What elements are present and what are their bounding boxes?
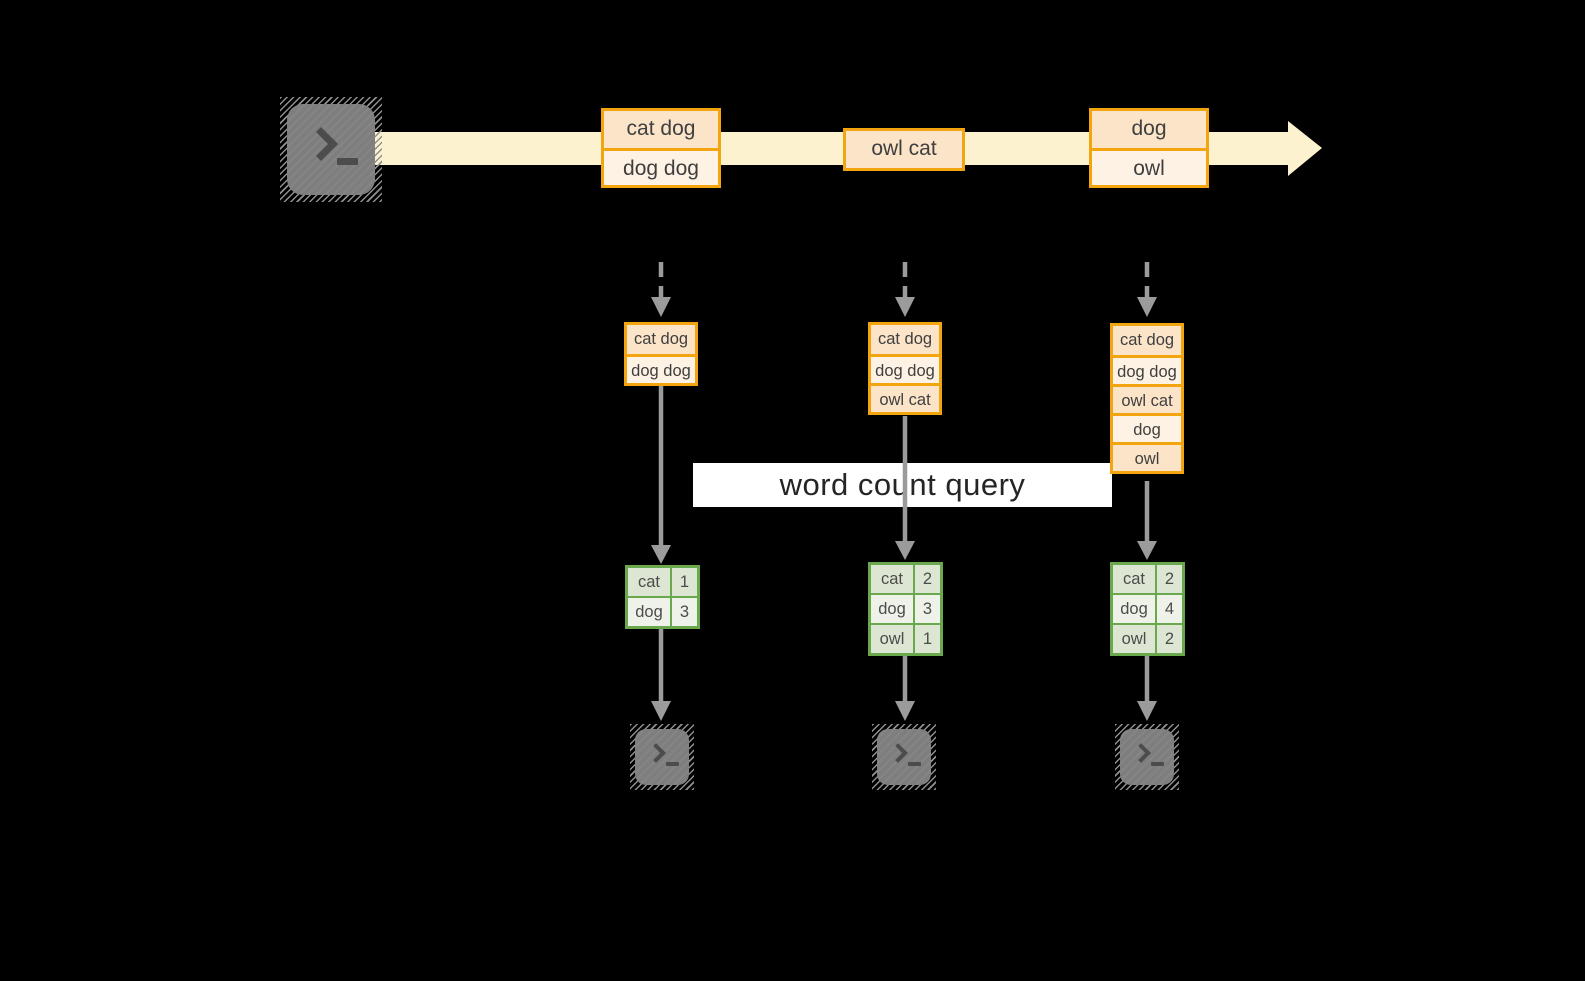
result-table-1: cat 1 dog 3 [625, 565, 700, 629]
input-to-result-arrowhead [651, 545, 671, 564]
terminal-cursor-icon [666, 762, 679, 766]
result-count: 2 [1157, 625, 1182, 653]
stream-record: owl cat [846, 131, 962, 168]
result-word: cat [628, 568, 670, 596]
terminal-cursor-icon [908, 762, 921, 766]
sink-terminal-icon-2 [872, 724, 936, 790]
input-to-result-arrowhead [895, 541, 915, 560]
query-label-text: word count query [779, 467, 1026, 502]
terminal-icon-body [1120, 729, 1174, 785]
input-to-result-arrowhead [1137, 541, 1157, 560]
terminal-icon-body [635, 729, 689, 785]
result-count: 3 [915, 595, 940, 623]
result-to-sink-arrowhead [1137, 701, 1157, 721]
batch-to-input-arrowhead [1137, 297, 1157, 317]
input-table-1: cat dog dog dog [624, 322, 698, 386]
batch-to-input-arrowhead [651, 297, 671, 317]
input-row: dog dog [871, 354, 939, 383]
query-label: word count query [693, 463, 1112, 507]
input-row: cat dog [1113, 326, 1181, 355]
result-table-2: cat 2 dog 3 owl 1 [868, 562, 943, 656]
result-word: cat [1113, 565, 1155, 593]
input-row: dog dog [627, 354, 695, 383]
result-to-sink-arrowhead [895, 701, 915, 721]
input-table-2: cat dog dog dog owl cat [868, 322, 942, 415]
stream-batch-3: dog owl [1089, 108, 1209, 188]
terminal-prompt-icon [646, 743, 666, 763]
terminal-prompt-icon [1131, 743, 1151, 763]
result-to-sink-arrowhead [651, 701, 671, 721]
input-row: owl cat [871, 383, 939, 412]
result-count: 2 [915, 565, 940, 593]
terminal-icon-body [877, 729, 931, 785]
result-count: 2 [1157, 565, 1182, 593]
stream-record: dog [1092, 111, 1206, 148]
terminal-icon-body [287, 104, 375, 195]
terminal-cursor-icon [1151, 762, 1164, 766]
result-word: dog [628, 598, 670, 626]
terminal-prompt-icon [304, 127, 338, 161]
stream-batch-1: cat dog dog dog [601, 108, 721, 188]
input-row: cat dog [871, 325, 939, 354]
result-count: 4 [1157, 595, 1182, 623]
stream-record: cat dog [604, 111, 718, 148]
input-row: dog dog [1113, 355, 1181, 384]
input-table-3: cat dog dog dog owl cat dog owl [1110, 323, 1184, 474]
result-word: dog [871, 595, 913, 623]
source-terminal-icon [280, 97, 382, 202]
input-row: owl [1113, 442, 1181, 471]
result-word: dog [1113, 595, 1155, 623]
result-word: cat [871, 565, 913, 593]
result-word: owl [871, 625, 913, 653]
result-count: 1 [672, 568, 697, 596]
stream-record: dog dog [604, 148, 718, 185]
sink-terminal-icon-3 [1115, 724, 1179, 790]
batch-to-input-arrowhead [895, 297, 915, 317]
terminal-cursor-icon [337, 158, 358, 165]
stream-batch-2: owl cat [843, 128, 965, 171]
result-word: owl [1113, 625, 1155, 653]
sink-terminal-icon-1 [630, 724, 694, 790]
input-row: owl cat [1113, 384, 1181, 413]
input-row: cat dog [627, 325, 695, 354]
result-table-3: cat 2 dog 4 owl 2 [1110, 562, 1185, 656]
result-count: 1 [915, 625, 940, 653]
result-count: 3 [672, 598, 697, 626]
input-row: dog [1113, 413, 1181, 442]
terminal-prompt-icon [888, 743, 908, 763]
stream-record: owl [1092, 148, 1206, 185]
